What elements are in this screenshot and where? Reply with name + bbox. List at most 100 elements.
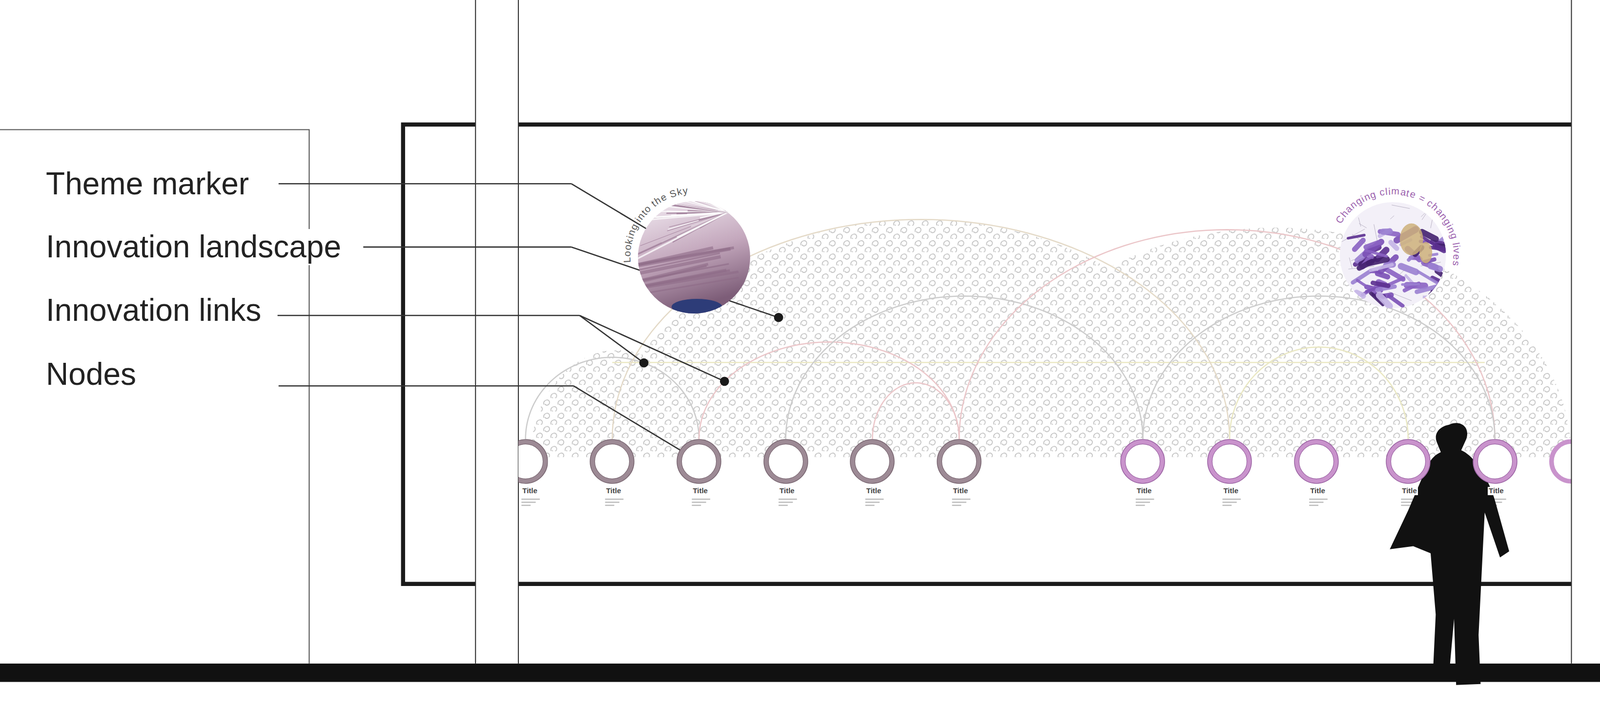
marker-streak — [637, 256, 721, 273]
curved-letter: o — [622, 244, 633, 251]
marker-stroke — [1382, 228, 1390, 235]
ring-band — [852, 441, 893, 482]
curved-letter: v — [1451, 247, 1462, 254]
marker-streak — [680, 149, 728, 213]
marker-streak — [675, 129, 728, 212]
marker-stroke — [1435, 246, 1444, 251]
leader-line — [278, 183, 572, 185]
marker-scribble — [1430, 219, 1433, 229]
curved-letter: m — [1391, 185, 1400, 197]
curved-letter: l — [1384, 186, 1388, 197]
innovation-node: Title — [676, 438, 722, 484]
node-title: Title — [865, 486, 883, 495]
marker-streak — [703, 177, 728, 213]
ring-band — [679, 441, 719, 482]
marker-stroke — [1389, 295, 1403, 306]
caption-line — [1309, 501, 1324, 503]
ring-edge — [1212, 443, 1248, 479]
innovation-node: Title — [1120, 438, 1166, 484]
column-edge — [517, 0, 519, 664]
marker-streak — [671, 141, 728, 213]
caption-line — [1222, 504, 1232, 507]
innovation-node: Title — [849, 438, 895, 484]
leader-line — [363, 246, 572, 248]
column-edge — [474, 0, 476, 664]
leader-dot — [774, 312, 784, 323]
marker-streak — [637, 277, 739, 294]
marker-streak — [637, 270, 730, 288]
marker-stroke — [1348, 234, 1365, 238]
marker-streak — [639, 212, 728, 246]
marker-stroke — [1416, 286, 1438, 292]
caption-line — [778, 501, 793, 503]
marker-scribble — [1390, 215, 1395, 220]
marker-ground — [637, 201, 751, 314]
node-title: Title — [951, 486, 969, 495]
theme-marker: Looking into the Sky — [637, 201, 751, 314]
node-ring — [589, 438, 635, 484]
innovation-node: Title — [936, 438, 982, 484]
caption-line — [1135, 501, 1150, 503]
ring-edge — [1294, 439, 1339, 484]
ring-band — [505, 441, 546, 482]
node-ring — [1293, 438, 1339, 484]
caption-line — [521, 501, 536, 503]
caption-line — [951, 498, 971, 500]
caption-line — [691, 498, 711, 500]
node-title: Title — [1222, 486, 1240, 495]
marker-scribble — [1424, 261, 1449, 277]
layout-group — [0, 0, 1600, 685]
marker-stroke — [1373, 282, 1389, 286]
ring-edge — [1390, 443, 1426, 479]
ring-edge — [942, 443, 977, 479]
caption-line — [1135, 498, 1155, 500]
curved-letter: y — [681, 185, 689, 196]
ring-band — [1388, 441, 1429, 482]
ring-band — [939, 441, 980, 482]
caption-line — [605, 501, 620, 503]
ring-edge — [503, 439, 548, 484]
caption-line — [521, 504, 531, 507]
caption-line — [521, 498, 540, 500]
marker-stroke — [1380, 231, 1398, 235]
ring-edge — [1298, 443, 1334, 479]
innovation-node: Title — [503, 438, 549, 484]
marker-stroke — [1353, 270, 1371, 283]
ring-band — [1475, 441, 1515, 482]
ring-edge — [855, 443, 890, 479]
curved-letter: o — [621, 250, 633, 257]
leader-line — [571, 183, 656, 234]
caption-line — [951, 501, 966, 503]
ring-band — [1296, 441, 1337, 482]
marker-stroke — [1424, 295, 1442, 298]
caption-line — [865, 501, 880, 503]
innovation-link — [785, 295, 1144, 439]
node-ring — [849, 438, 895, 484]
ring-edge — [1386, 439, 1431, 484]
ring-edge — [937, 439, 982, 484]
caption-line — [605, 504, 615, 507]
ring-edge — [594, 443, 630, 479]
marker-stroke — [1370, 264, 1393, 271]
marker-streak — [705, 164, 728, 213]
caption-line — [605, 498, 624, 500]
marker-stroke — [1354, 240, 1363, 250]
innovation-link — [698, 341, 960, 439]
innovation-node: Title — [1385, 438, 1431, 484]
marker-streak — [702, 177, 728, 213]
caption-line — [778, 498, 798, 500]
callout-label: Innovation links — [43, 292, 264, 329]
marker-scribble — [1353, 297, 1368, 305]
floor — [0, 663, 1600, 682]
caption-line — [1222, 501, 1237, 503]
innovation-link — [612, 219, 1230, 439]
leader-dot — [639, 358, 649, 368]
label-panel — [0, 129, 309, 664]
innovation-landscape — [520, 143, 1572, 458]
curved-letter: e — [1408, 188, 1417, 200]
marker-stroke — [1402, 282, 1419, 286]
curved-letter: s — [1451, 260, 1462, 267]
theme-marker: Changing climate = changing lives — [1339, 202, 1446, 308]
